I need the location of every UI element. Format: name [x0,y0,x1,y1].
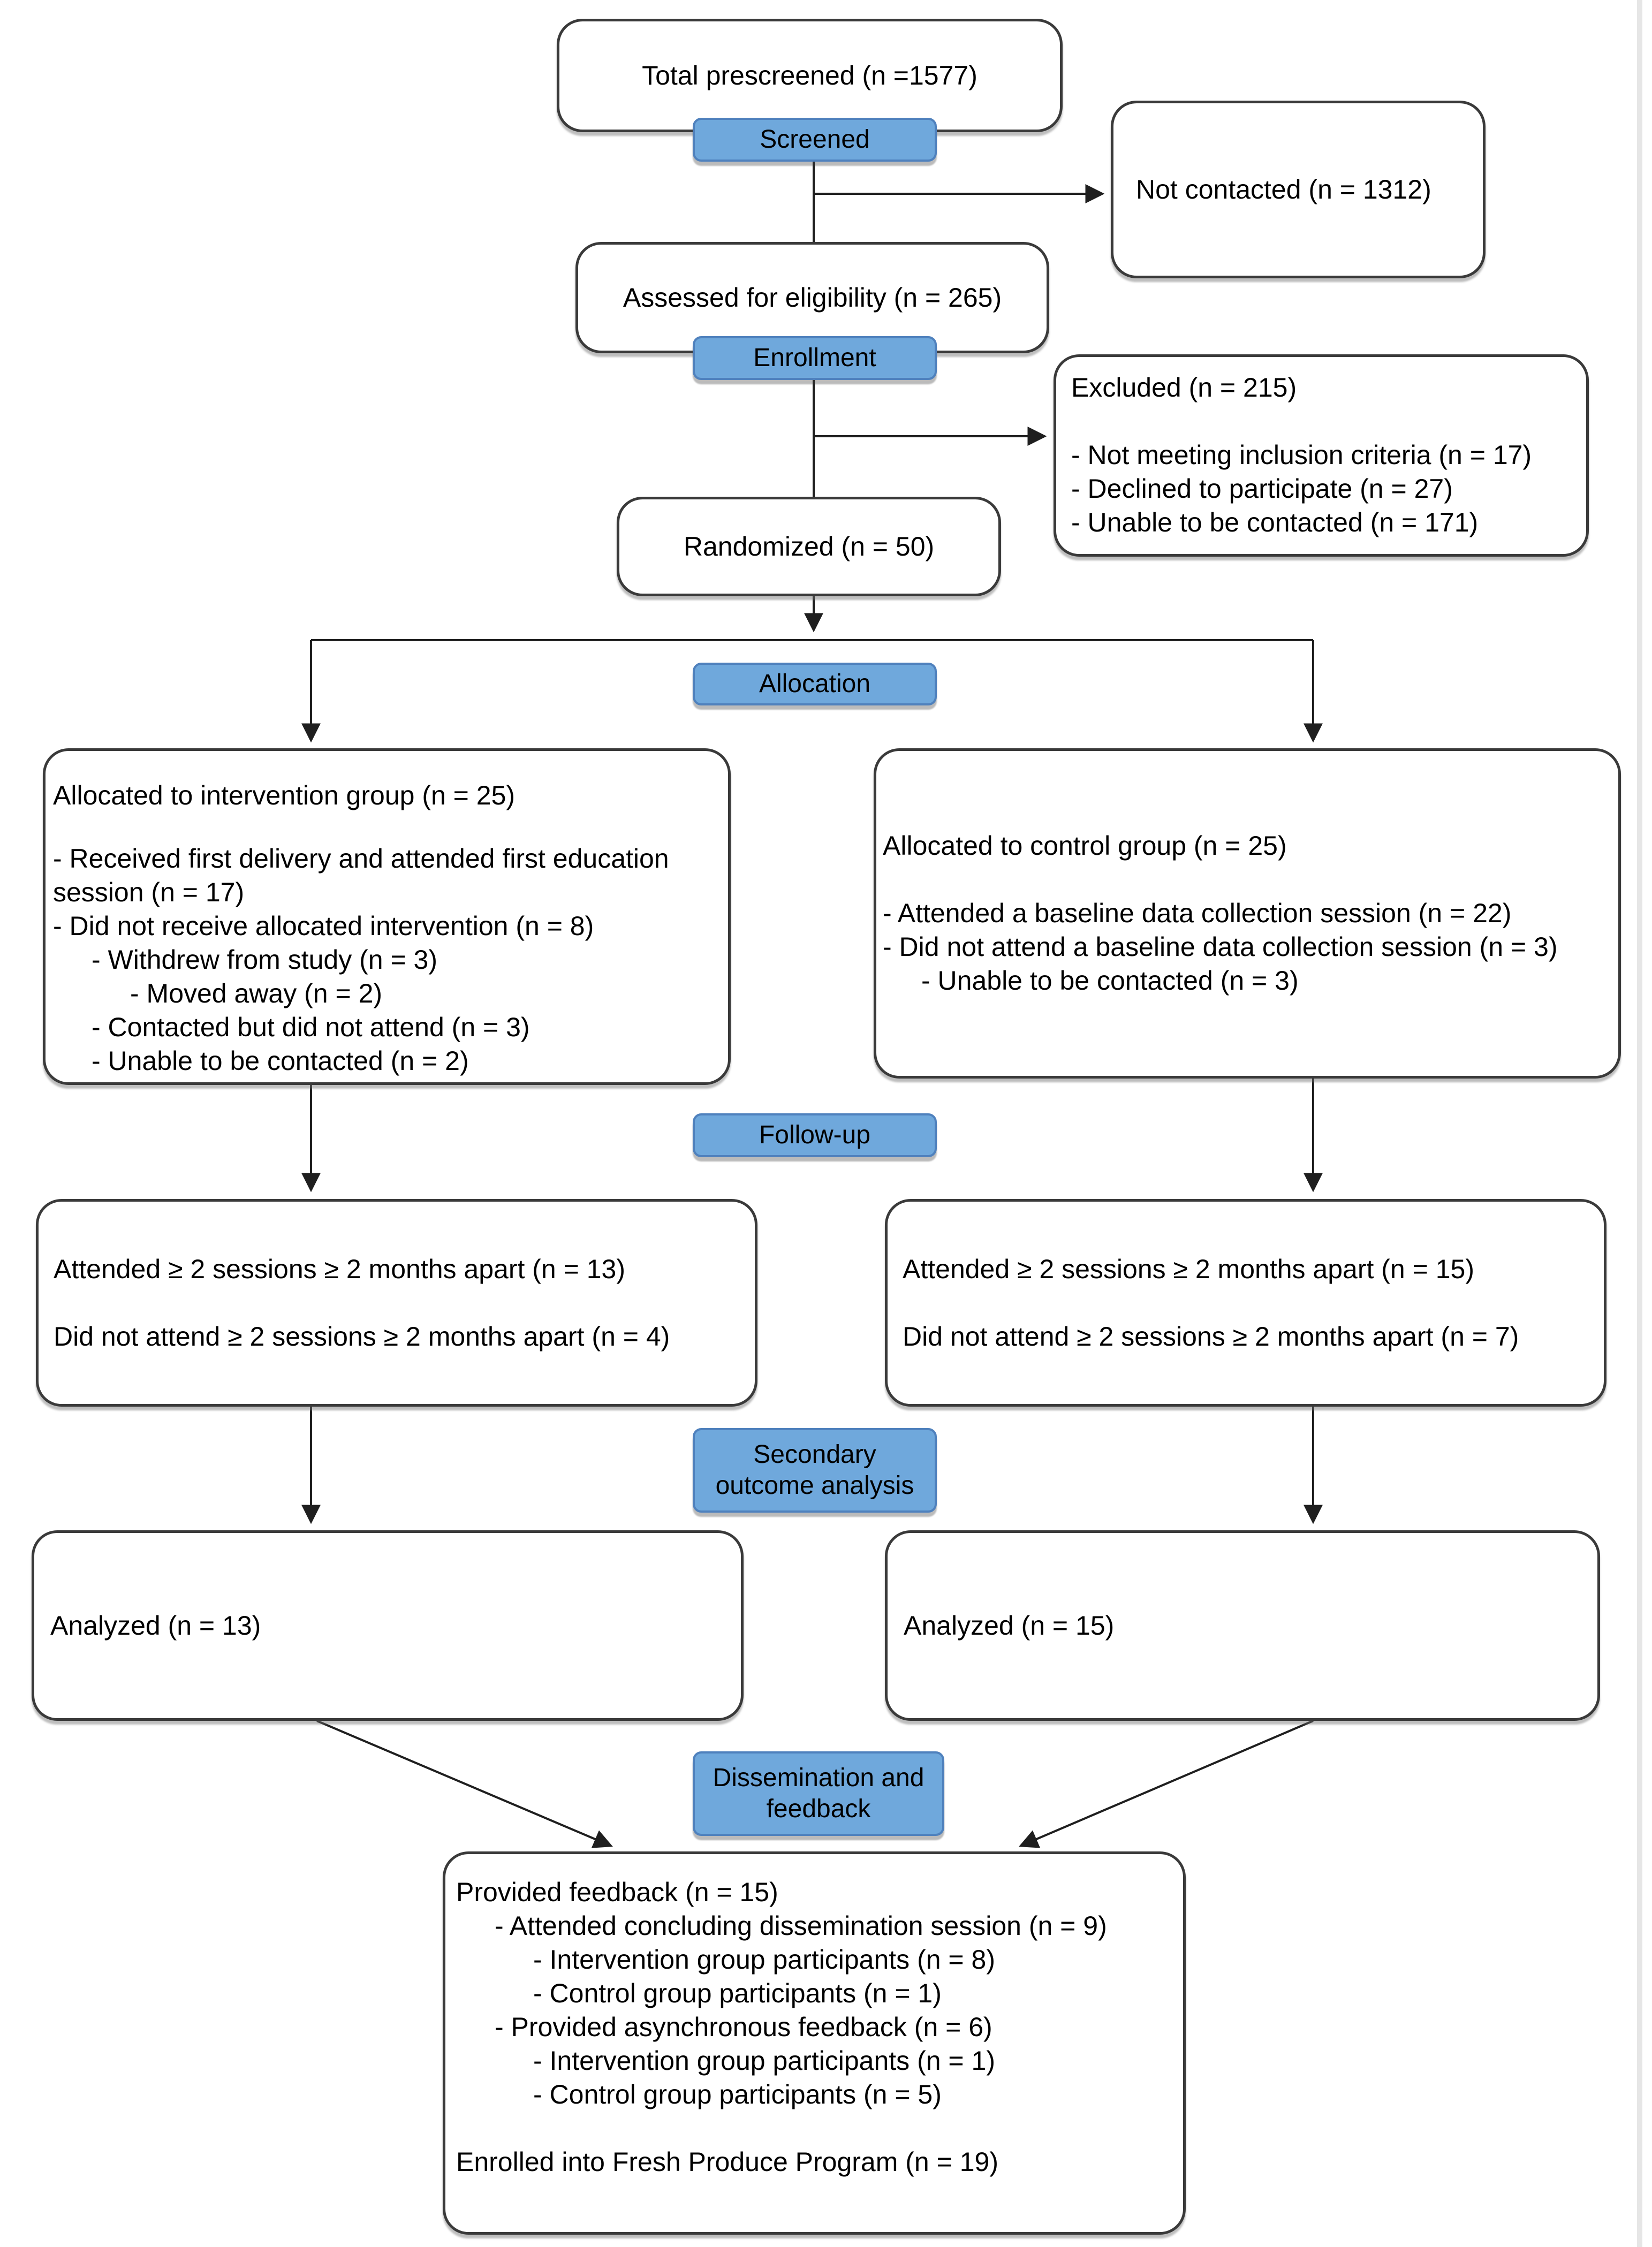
spacer [54,1286,755,1320]
spacer [53,813,724,842]
box-feedback: Provided feedback (n = 15) - Attended co… [443,1851,1186,2235]
arrow-analyzed-right-to-feedback [1019,1720,1314,1848]
box-randomized: Randomized (n = 50) [617,497,1001,596]
box-control-allocation: Allocated to control group (n = 25) - At… [874,748,1621,1079]
excluded-item: - Not meeting inclusion criteria (n = 17… [1071,440,1532,470]
excluded-title: Excluded (n = 215) [1071,373,1297,403]
box-not-contacted-text: Not contacted (n = 1312) [1136,174,1431,204]
box-assessed-text: Assessed for eligibility (n = 265) [623,283,1002,313]
stage-followup: Follow-up [693,1113,937,1157]
followup-control-line1: Attended ≥ 2 sessions ≥ 2 months apart (… [903,1254,1474,1284]
intervention-allocation-line: - Moved away (n = 2) [130,978,383,1008]
followup-intervention-line2: Did not attend ≥ 2 sessions ≥ 2 months a… [54,1321,670,1352]
box-not-contacted: Not contacted (n = 1312) [1111,101,1486,278]
intervention-allocation-line: session (n = 17) [53,877,245,907]
box-randomized-text: Randomized (n = 50) [683,532,935,561]
box-total-prescreened: Total prescreened (n =1577) [557,19,1063,132]
intervention-allocation-line: - Contacted but did not attend (n = 3) [92,1012,530,1042]
box-followup-control: Attended ≥ 2 sessions ≥ 2 months apart (… [885,1199,1606,1407]
box-analyzed-intervention-text: Analyzed (n = 13) [50,1610,261,1641]
box-followup-intervention: Attended ≥ 2 sessions ≥ 2 months apart (… [36,1199,757,1407]
intervention-allocation-line: - Unable to be contacted (n = 2) [92,1046,469,1076]
box-total-prescreened-text: Total prescreened (n =1577) [642,60,977,90]
stage-dissemination-feedback: Dissemination and feedback [693,1751,944,1836]
feedback-line: - Attended concluding dissemination sess… [495,1911,1107,1941]
excluded-item: - Declined to participate (n = 27) [1071,474,1453,504]
excluded-item: - Unable to be contacted (n = 171) [1071,507,1479,537]
spacer [883,863,1618,897]
box-analyzed-control-text: Analyzed (n = 15) [904,1610,1115,1641]
box-assessed: Assessed for eligibility (n = 265) [575,242,1049,353]
feedback-line: - Intervention group participants (n = 1… [533,2046,995,2076]
page-edge-line [1637,0,1642,2247]
feedback-line: - Intervention group participants (n = 8… [533,1945,995,1975]
spacer [903,1286,1604,1320]
control-allocation-line: - Did not attend a baseline data collect… [883,932,1558,962]
intervention-allocation-line: - Withdrew from study (n = 3) [92,945,437,975]
arrow-analyzed-left-to-feedback [316,1720,613,1848]
spacer [456,2112,1178,2145]
stage-secondary-outcome-analysis: Secondary outcome analysis [693,1428,937,1513]
box-excluded: Excluded (n = 215) - Not meeting inclusi… [1054,354,1589,557]
followup-control-line2: Did not attend ≥ 2 sessions ≥ 2 months a… [903,1321,1519,1352]
followup-intervention-line1: Attended ≥ 2 sessions ≥ 2 months apart (… [54,1254,625,1284]
box-analyzed-intervention: Analyzed (n = 13) [32,1530,744,1721]
stage-allocation: Allocation [693,663,937,705]
control-allocation-title: Allocated to control group (n = 25) [883,831,1287,861]
feedback-line: - Control group participants (n = 1) [533,1978,942,2008]
feedback-title: Provided feedback (n = 15) [456,1877,778,1907]
feedback-line: - Control group participants (n = 5) [533,2079,942,2109]
intervention-allocation-line: - Did not receive allocated intervention… [53,911,594,941]
feedback-footer: Enrolled into Fresh Produce Program (n =… [456,2147,998,2177]
control-allocation-line: - Unable to be contacted (n = 3) [921,966,1299,996]
stage-enrollment: Enrollment [693,336,937,380]
intervention-allocation-title: Allocated to intervention group (n = 25) [53,780,516,810]
spacer [1071,405,1581,438]
stage-screened: Screened [693,118,937,162]
feedback-line: - Provided asynchronous feedback (n = 6) [495,2012,992,2042]
box-intervention-allocation: Allocated to intervention group (n = 25)… [43,748,731,1085]
intervention-allocation-line: - Received first delivery and attended f… [53,844,669,874]
control-allocation-line: - Attended a baseline data collection se… [883,898,1512,928]
box-analyzed-control: Analyzed (n = 15) [885,1530,1600,1721]
